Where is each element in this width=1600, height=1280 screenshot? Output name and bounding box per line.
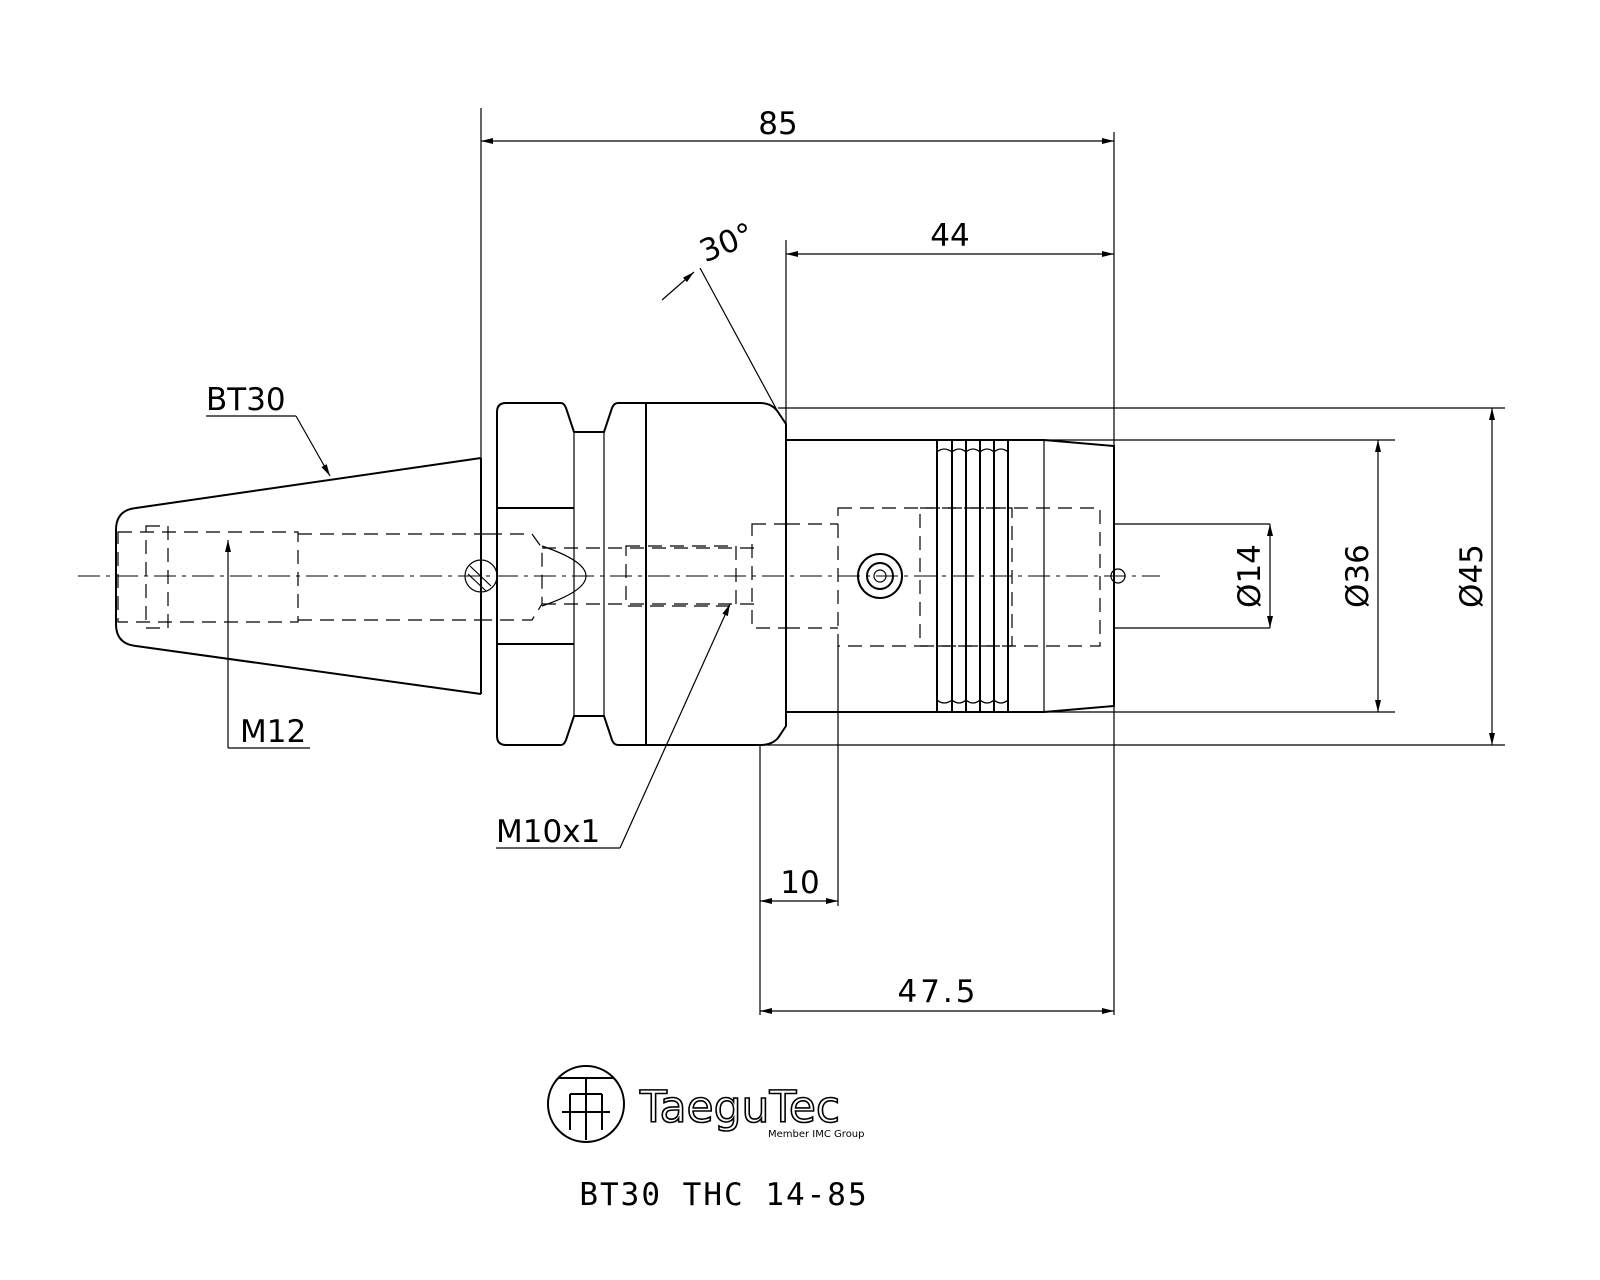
body-transition	[625, 402, 787, 746]
taegutec-logo: TaeguTec Member IMC Group	[547, 1065, 865, 1143]
dim-body-length	[785, 240, 1114, 440]
dim-d45-label: Ø45	[1454, 544, 1490, 608]
logo-brand: TaeguTec	[639, 1082, 840, 1133]
m10x1-label: M10x1	[496, 814, 600, 850]
dim-10-label: 10	[780, 865, 819, 901]
m12-leader	[225, 540, 310, 749]
dim-85-label: 85	[758, 106, 797, 142]
dim-47-5-label: 47.5	[897, 974, 978, 1010]
flange	[488, 402, 760, 746]
dim-angle	[661, 267, 779, 413]
dim-gauge-length	[760, 712, 1115, 1015]
dim-44-label: 44	[930, 218, 969, 254]
taper-shank	[115, 457, 498, 695]
dim-30deg-label: 30°	[695, 216, 759, 270]
dim-d14-label: Ø14	[1232, 544, 1268, 608]
dim-flange-dia	[646, 407, 1505, 746]
m10x1-leader	[496, 603, 731, 849]
bt30-leader	[206, 415, 331, 477]
m12-label: M12	[240, 714, 306, 750]
dim-body-dia	[1044, 439, 1395, 713]
logo-tagline: Member IMC Group	[768, 1129, 865, 1140]
bt30-label: BT30	[206, 382, 286, 418]
dim-shank-offset	[759, 646, 839, 1015]
dim-overall	[480, 108, 1115, 712]
dim-d36-label: Ø36	[1340, 544, 1376, 608]
drawing-caption: BT30 THC 14-85	[579, 1177, 868, 1213]
